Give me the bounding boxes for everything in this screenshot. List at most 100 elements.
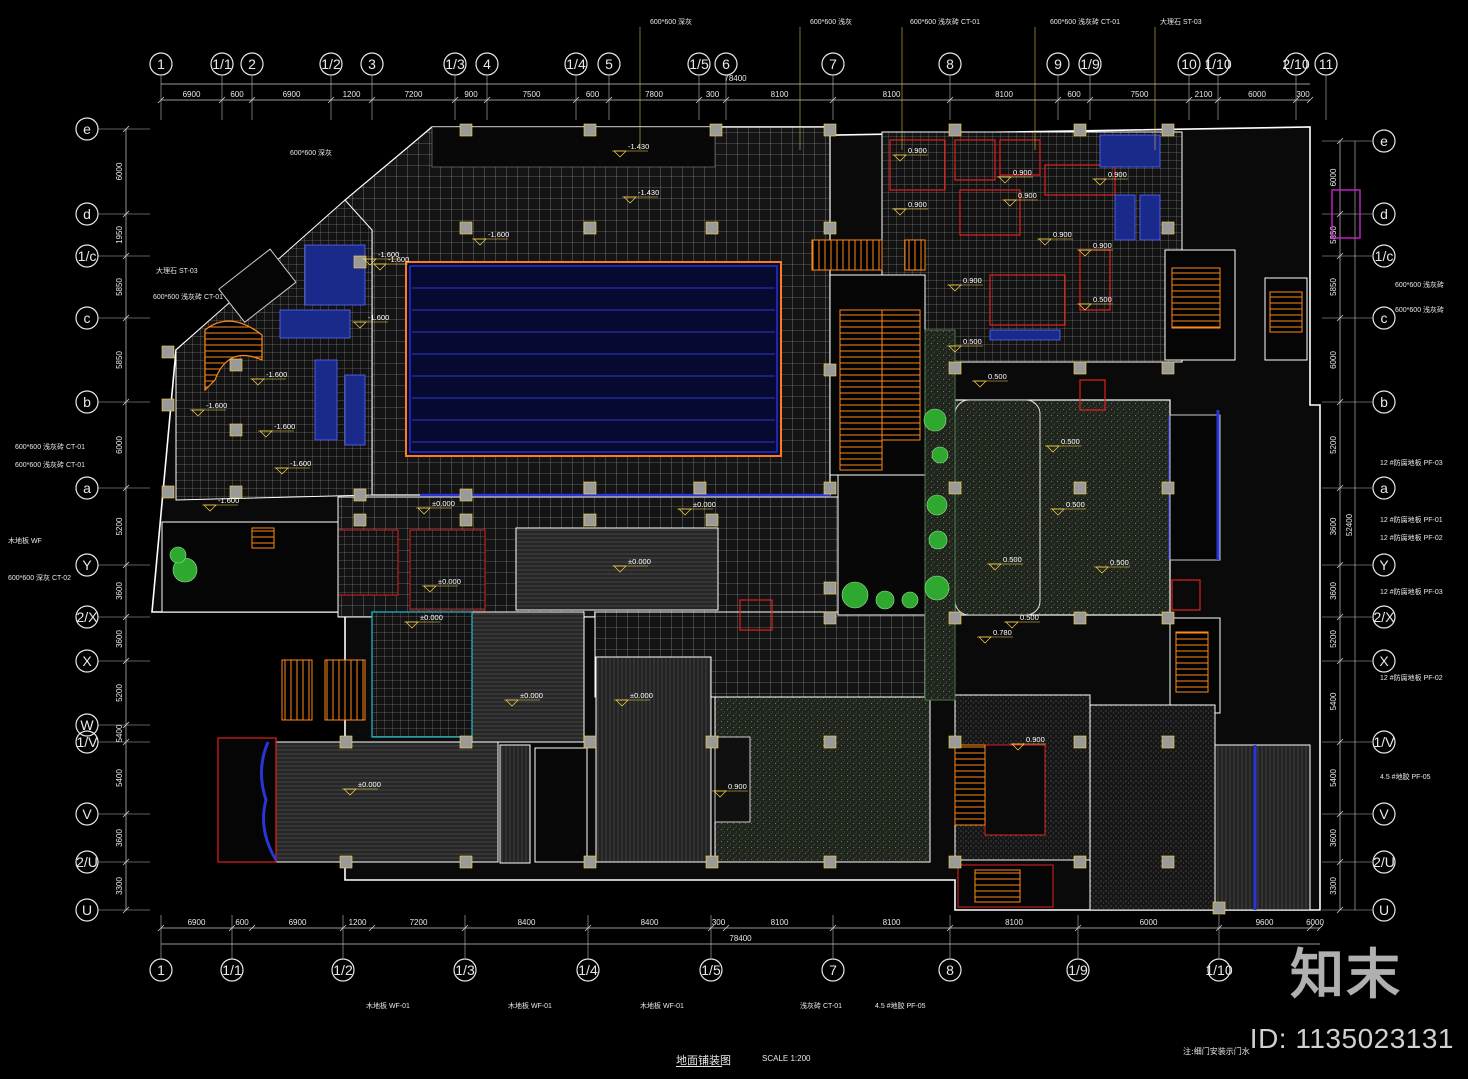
svg-text:7500: 7500 <box>1131 90 1149 99</box>
elevation-mark: -1.600 <box>352 313 389 329</box>
column <box>1073 481 1087 495</box>
svg-text:Y: Y <box>1379 557 1389 573</box>
svg-text:±0.000: ±0.000 <box>520 691 543 700</box>
dim-overall: 52400 <box>1345 513 1354 536</box>
drawing-scale: SCALE 1:200 <box>762 1054 811 1063</box>
elevation-mark: ±0.000 <box>504 691 543 707</box>
axis-right-e: e <box>1372 129 1396 153</box>
material-note: 木地板 WF-01 <box>508 1001 552 1010</box>
svg-text:±0.000: ±0.000 <box>432 499 455 508</box>
zone-speckle-se <box>1089 704 1216 911</box>
material-note: 600*600 深灰 <box>639 17 692 150</box>
svg-text:木地板 WF: 木地板 WF <box>8 536 42 545</box>
svg-text:0.900: 0.900 <box>1053 230 1072 239</box>
elevation-mark: 0.500 <box>1077 295 1113 311</box>
material-note: 浅灰砖 CT-01 <box>800 1001 842 1010</box>
column <box>161 398 175 412</box>
svg-text:2/U: 2/U <box>76 854 98 870</box>
axis-right-V: V <box>1372 802 1396 826</box>
elevation-mark: -1.600 <box>274 459 311 475</box>
svg-text:b: b <box>83 394 91 410</box>
elevation-mark: -1.600 <box>202 496 239 512</box>
column <box>1161 361 1175 375</box>
svg-text:1/1: 1/1 <box>222 962 242 978</box>
column <box>823 363 837 377</box>
svg-text:3300: 3300 <box>1329 877 1338 895</box>
svg-text:1/4: 1/4 <box>566 56 586 72</box>
svg-text:3: 3 <box>368 56 376 72</box>
elevation-mark: -1.430 <box>612 142 649 158</box>
svg-text:4.5 #地胶 PF-05: 4.5 #地胶 PF-05 <box>1380 772 1431 781</box>
svg-text:3600: 3600 <box>115 582 124 600</box>
svg-text:1/9: 1/9 <box>1080 56 1100 72</box>
material-note: 600*600 浅灰砖 CT-01 <box>15 460 85 469</box>
svg-text:X: X <box>82 653 92 669</box>
svg-text:8100: 8100 <box>771 90 789 99</box>
svg-text:±0.000: ±0.000 <box>628 557 651 566</box>
svg-text:600*600 浅灰砖 CT-01: 600*600 浅灰砖 CT-01 <box>153 292 223 301</box>
svg-text:e: e <box>1380 133 1388 149</box>
axis-top-1-1: 1/1 <box>210 52 234 76</box>
svg-text:-1.600: -1.600 <box>274 422 295 431</box>
drawing-title: 地面铺装图 <box>676 1054 731 1067</box>
column <box>459 123 473 137</box>
axis-right-a: a <box>1372 476 1396 500</box>
column <box>1161 221 1175 235</box>
elevation-mark: 0.900 <box>997 168 1033 184</box>
svg-text:1950: 1950 <box>115 226 124 244</box>
elevation-mark: 0.780 <box>977 628 1013 644</box>
column <box>353 513 367 527</box>
column <box>459 855 473 869</box>
svg-text:8: 8 <box>946 962 954 978</box>
svg-text:6900: 6900 <box>283 90 301 99</box>
svg-text:7: 7 <box>829 56 837 72</box>
svg-text:5200: 5200 <box>1329 630 1338 648</box>
elevation-mark: -1.600 <box>372 255 409 271</box>
column <box>583 481 597 495</box>
svg-text:e: e <box>83 121 91 137</box>
svg-text:600: 600 <box>586 90 600 99</box>
svg-text:木地板 WF-01: 木地板 WF-01 <box>640 1001 684 1010</box>
svg-text:-1.430: -1.430 <box>638 188 659 197</box>
column <box>948 481 962 495</box>
svg-text:a: a <box>1380 480 1388 496</box>
svg-text:1200: 1200 <box>349 918 367 927</box>
svg-text:1/5: 1/5 <box>689 56 709 72</box>
svg-text:5400: 5400 <box>1329 769 1338 787</box>
axis-right-U: U <box>1372 898 1396 922</box>
svg-text:9600: 9600 <box>1256 918 1274 927</box>
svg-text:600*600 浅灰砖: 600*600 浅灰砖 <box>1395 305 1444 314</box>
svg-text:U: U <box>82 902 92 918</box>
column <box>823 855 837 869</box>
axis-top-3: 3 <box>360 52 384 76</box>
svg-text:600*600 深灰: 600*600 深灰 <box>650 17 692 26</box>
svg-text:8100: 8100 <box>995 90 1013 99</box>
svg-text:3300: 3300 <box>115 877 124 895</box>
svg-text:0.900: 0.900 <box>963 276 982 285</box>
svg-text:2/X: 2/X <box>76 609 98 625</box>
material-note: 12 #防腐地板 PF-01 <box>1380 515 1443 524</box>
svg-text:1/c: 1/c <box>1375 248 1394 264</box>
elevation-mark: ±0.000 <box>404 613 443 629</box>
elevation-mark: ±0.000 <box>677 500 716 516</box>
trees <box>169 408 950 610</box>
svg-text:12 #防腐地板 PF-03: 12 #防腐地板 PF-03 <box>1380 458 1443 467</box>
axis-left-b: b <box>75 390 99 414</box>
svg-text:1/c: 1/c <box>78 248 97 264</box>
zone-rubber-south <box>714 696 931 863</box>
svg-text:±0.000: ±0.000 <box>420 613 443 622</box>
column <box>583 735 597 749</box>
svg-text:78400: 78400 <box>729 934 752 943</box>
column <box>823 581 837 595</box>
svg-text:大理石 ST-03: 大理石 ST-03 <box>1160 17 1202 26</box>
svg-text:600*600 深灰: 600*600 深灰 <box>290 148 332 157</box>
svg-text:5200: 5200 <box>115 684 124 702</box>
column <box>583 855 597 869</box>
axis-left-X: X <box>75 649 99 673</box>
svg-text:c: c <box>1381 310 1388 326</box>
axis-bottom-1-9: 1/9 <box>1066 958 1090 982</box>
svg-text:d: d <box>1380 206 1388 222</box>
column <box>583 123 597 137</box>
svg-text:d: d <box>83 206 91 222</box>
